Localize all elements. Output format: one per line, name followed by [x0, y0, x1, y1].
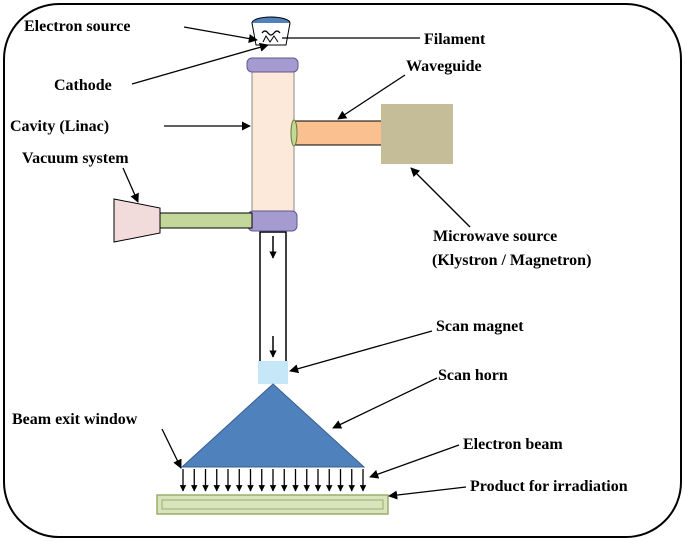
- scan-magnet: [258, 361, 288, 384]
- waveguide: [294, 120, 384, 146]
- pointer-lines: [122, 26, 471, 500]
- pointer-scan-magnet: [289, 330, 433, 374]
- waveguide-window: [290, 119, 298, 147]
- label-microwave-source-type: (Klystron / Magnetron): [432, 252, 591, 269]
- label-vacuum-system: Vacuum system: [22, 150, 129, 167]
- label-waveguide: Waveguide: [406, 58, 482, 75]
- label-electron-source: Electron source: [24, 18, 131, 35]
- pointer-beam-exit-window: [161, 428, 182, 469]
- label-cavity: Cavity (Linac): [10, 118, 109, 135]
- label-product: Product for irradiation: [470, 478, 628, 495]
- pointer-vacuum-system: [122, 167, 139, 203]
- label-scan-magnet: Scan magnet: [436, 318, 524, 335]
- electron-beam-arrows: [179, 469, 367, 492]
- pointer-product: [388, 486, 467, 500]
- label-microwave-source: Microwave source: [433, 228, 557, 245]
- vacuum-pipe: [159, 212, 253, 229]
- pointer-electron-source: [183, 26, 258, 44]
- product-for-irradiation: [156, 494, 389, 515]
- cavity-column: [251, 69, 295, 217]
- label-cathode: Cathode: [54, 77, 112, 94]
- pointer-cathode: [131, 42, 269, 85]
- top-flange: [246, 57, 299, 73]
- vacuum-pump: [113, 198, 161, 243]
- scan-horn: [180, 383, 366, 468]
- bottom-flange: [247, 210, 298, 232]
- label-scan-horn: Scan horn: [438, 367, 508, 384]
- pointer-scan-horn: [332, 377, 438, 429]
- label-electron-beam: Electron beam: [463, 436, 563, 453]
- electron-source: [251, 16, 291, 46]
- pointer-microwave-source: [410, 167, 471, 228]
- filament-coil: [261, 30, 281, 43]
- label-filament: Filament: [424, 31, 486, 48]
- microwave-source-box: [381, 104, 453, 164]
- pointer-electron-beam: [369, 444, 460, 479]
- outer-frame: [3, 3, 682, 538]
- label-beam-exit-window: Beam exit window: [12, 411, 138, 428]
- pointer-waveguide: [337, 74, 406, 120]
